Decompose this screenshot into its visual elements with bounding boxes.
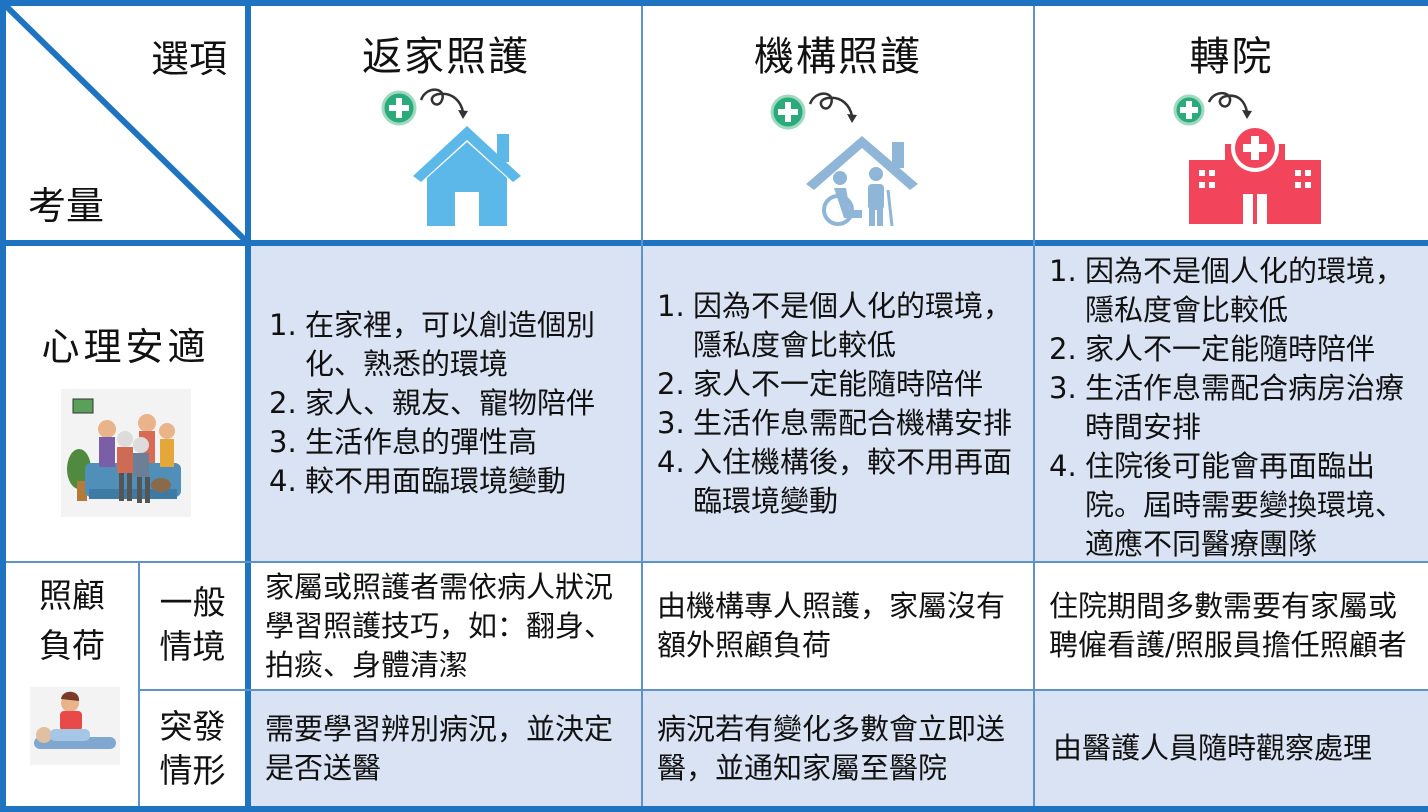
column-divider bbox=[641, 6, 643, 806]
sudden-label-line1: 突發 bbox=[159, 707, 226, 746]
list-item: 1.在家裡，可以創造個別化、熟悉的環境 bbox=[269, 308, 596, 381]
sudden-home-care-text: 需要學習辨別病況，並決定是否送醫 bbox=[265, 711, 614, 785]
burden-label-line1: 照顧 bbox=[39, 576, 105, 615]
header-institution-care: 機構照護 bbox=[643, 6, 1033, 240]
general-situation-label: 一般 情境 bbox=[140, 563, 245, 689]
general-label-line1: 一般 bbox=[159, 583, 226, 622]
general-transfer-text: 住院期間多數需要有家屬或聘僱看護/照服員擔任照顧者 bbox=[1049, 589, 1407, 662]
sudden-home-care-cell: 需要學習辨別病況，並決定是否送醫 bbox=[251, 691, 641, 806]
header-row-divider bbox=[0, 240, 1428, 246]
list-item: 4.較不用面臨環境變動 bbox=[269, 464, 567, 498]
header-column-divider bbox=[245, 0, 251, 812]
list-item: 3.生活作息的彈性高 bbox=[269, 425, 538, 459]
list-item: 3.生活作息需配合機構安排 bbox=[657, 405, 1013, 440]
psych-home-care-list: 1.在家裡，可以創造個別化、熟悉的環境 2.家人、親友、寵物陪伴 3.生活作息的… bbox=[269, 306, 631, 501]
psych-transfer-cell: 1.因為不是個人化的環境，隱私度會比較低 2.家人不一定能隨時陪伴 3.生活作息… bbox=[1035, 246, 1428, 561]
list-item: 1.因為不是個人化的環境，隱私度會比較低 bbox=[657, 288, 1013, 362]
row-divider bbox=[138, 689, 1428, 691]
general-home-care-cell: 家屬或照護者需依病人狀況學習照護技巧，如：翻身、拍痰、身體清潔 bbox=[251, 563, 641, 689]
list-item: 1.因為不是個人化的環境，隱私度會比較低 bbox=[1049, 254, 1405, 327]
psych-home-care-cell: 1.在家裡，可以創造個別化、熟悉的環境 2.家人、親友、寵物陪伴 3.生活作息的… bbox=[251, 246, 641, 561]
row-divider bbox=[6, 561, 1428, 563]
corner-diagonal bbox=[6, 6, 245, 240]
burden-label-line2: 負荷 bbox=[39, 626, 105, 665]
psych-institution-list: 1.因為不是個人化的環境，隱私度會比較低 2.家人不一定能隨時陪伴 3.生活作息… bbox=[657, 287, 1023, 521]
sudden-institution-cell: 病況若有變化多數會立即送醫，並通知家屬至醫院 bbox=[643, 691, 1033, 806]
list-item: 2.家人不一定能隨時陪伴 bbox=[657, 366, 984, 401]
sudden-label-line2: 情形 bbox=[159, 751, 226, 790]
hospital-icon bbox=[1173, 92, 1321, 224]
family-image bbox=[60, 389, 191, 517]
caregiver-image bbox=[30, 687, 120, 765]
list-item: 4.入住機構後，較不用再面臨環境變動 bbox=[657, 444, 1013, 518]
header-home-care: 返家照護 bbox=[251, 6, 641, 240]
list-item: 2.家人、親友、寵物陪伴 bbox=[269, 386, 596, 420]
header-transfer-title: 轉院 bbox=[1189, 34, 1274, 80]
general-institution-cell: 由機構專人照護，家屬沒有額外照顧負荷 bbox=[643, 563, 1033, 689]
care-home-icon bbox=[770, 92, 918, 227]
header-transfer: 轉院 bbox=[1035, 6, 1428, 240]
corner-options-label: 選項 bbox=[150, 37, 227, 81]
general-transfer-cell: 住院期間多數需要有家屬或聘僱看護/照服員擔任照顧者 bbox=[1035, 563, 1428, 689]
general-institution-text: 由機構專人照護，家屬沒有額外照顧負荷 bbox=[657, 589, 1006, 662]
row-label-burden: 照顧 負荷 bbox=[6, 563, 138, 806]
psych-institution-cell: 1.因為不是個人化的環境，隱私度會比較低 2.家人不一定能隨時陪伴 3.生活作息… bbox=[643, 246, 1033, 561]
general-home-care-text: 家屬或照護者需依病人狀況學習照護技巧，如：翻身、拍痰、身體清潔 bbox=[265, 569, 614, 682]
sub-column-divider bbox=[138, 563, 140, 806]
corner-considerations-label: 考量 bbox=[28, 184, 105, 228]
sudden-institution-text: 病況若有變化多數會立即送醫，並通知家屬至醫院 bbox=[657, 711, 1006, 785]
list-item: 3.生活作息需配合病房治療時間安排 bbox=[1049, 371, 1405, 444]
row-label-psych: 心理安適 bbox=[6, 246, 245, 561]
home-care-icon bbox=[381, 88, 521, 226]
header-institution-care-title: 機構照護 bbox=[754, 34, 922, 80]
psych-transfer-list: 1.因為不是個人化的環境，隱私度會比較低 2.家人不一定能隨時陪伴 3.生活作息… bbox=[1049, 252, 1421, 561]
header-home-care-title: 返家照護 bbox=[362, 34, 530, 80]
sudden-transfer-cell: 由醫護人員隨時觀察處理 bbox=[1035, 691, 1428, 806]
list-item: 2.家人不一定能隨時陪伴 bbox=[1049, 332, 1376, 366]
column-divider bbox=[1033, 6, 1035, 806]
corner-header: 選項 考量 bbox=[6, 6, 245, 240]
psych-label: 心理安適 bbox=[41, 325, 210, 369]
sudden-transfer-text: 由醫護人員隨時觀察處理 bbox=[1053, 731, 1373, 765]
list-item: 4.住院後可能會再面臨出院。屆時需要變換環境、適應不同醫療團隊 bbox=[1049, 449, 1405, 561]
sudden-situation-label: 突發 情形 bbox=[140, 691, 245, 806]
general-label-line2: 情境 bbox=[159, 627, 226, 666]
